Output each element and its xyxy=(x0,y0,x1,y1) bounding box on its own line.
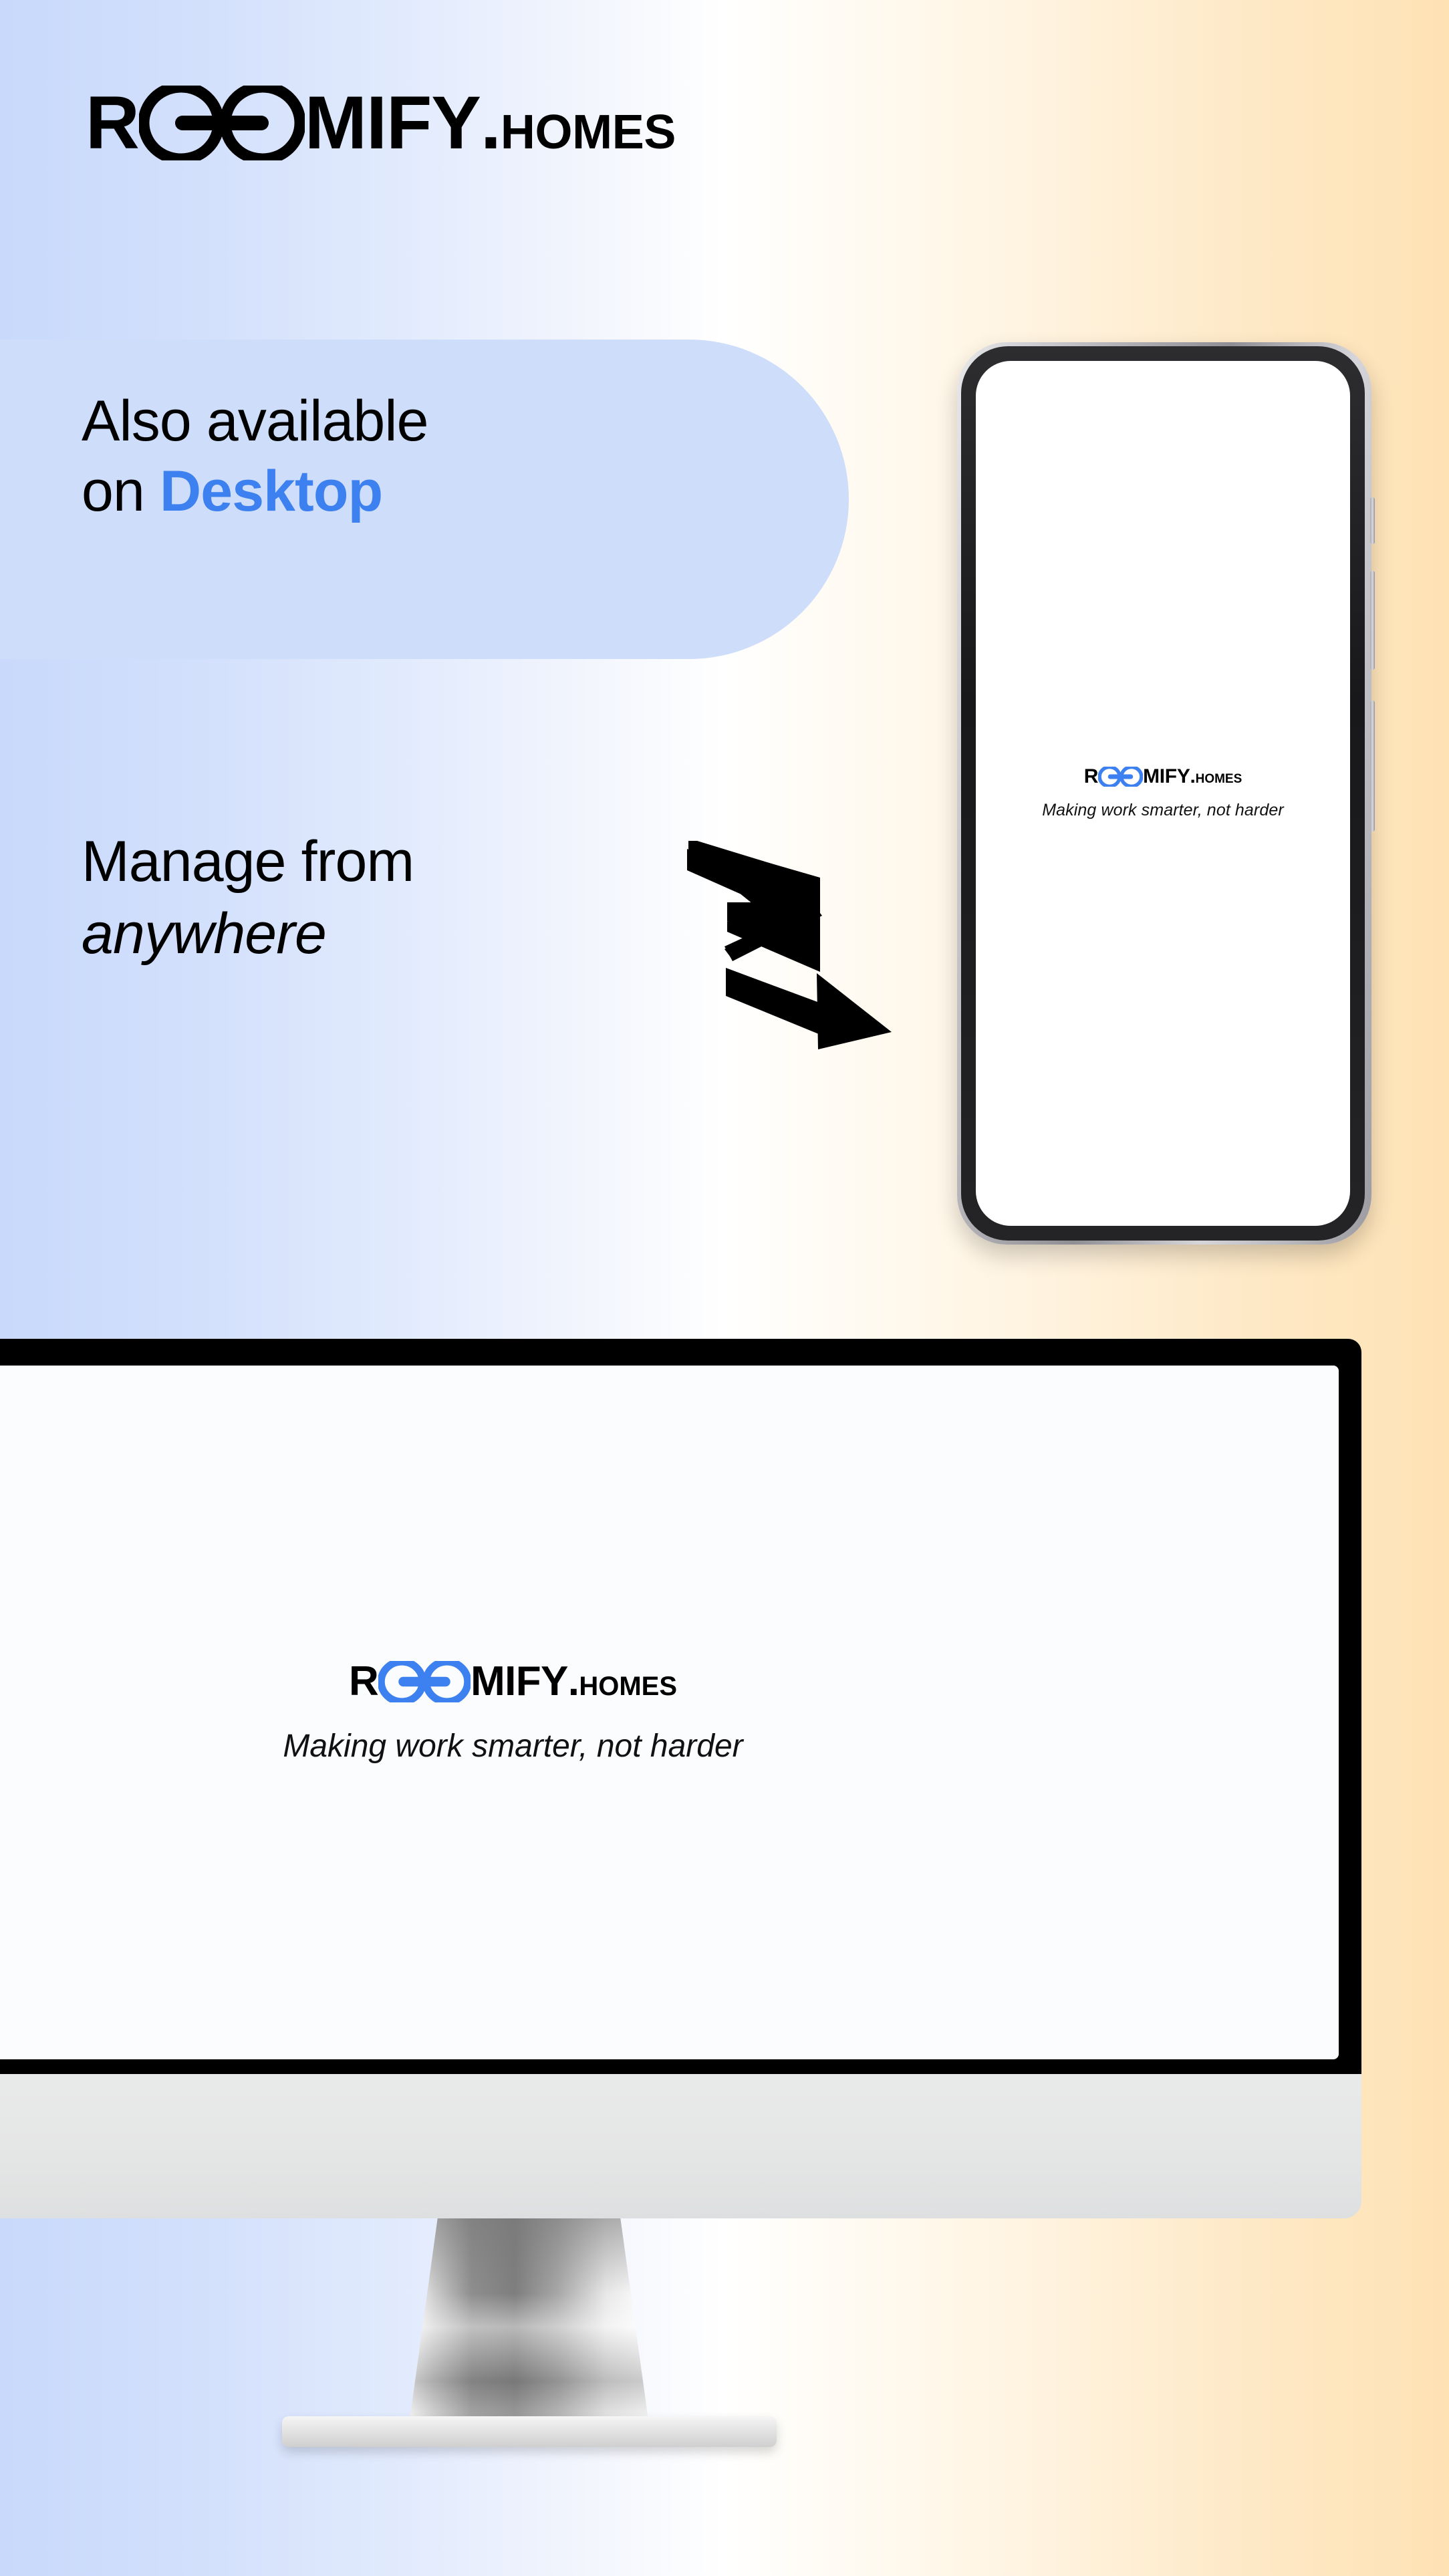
desktop-callout-line1: Also available xyxy=(82,389,428,453)
desktop-callout-line2: on Desktop xyxy=(82,457,428,527)
monitor-chin xyxy=(0,2074,1361,2218)
desktop-callout-line2-prefix: on xyxy=(82,459,160,523)
monitor-screen[interactable]: R MIFY . HOMES Making work smar xyxy=(0,1366,1339,2059)
phone-brand-suffix: HOMES xyxy=(1195,772,1242,786)
anywhere-callout-line2: anywhere xyxy=(82,902,327,967)
phone-bezel: R MIFY . HOMES Making work smarter, not … xyxy=(961,346,1365,1241)
monitor-brand-suffix: HOMES xyxy=(579,1671,678,1701)
phone-brand-oo-icon xyxy=(1098,767,1144,787)
monitor-brand-dot: . xyxy=(567,1658,579,1704)
monitor-screen-content: R MIFY . HOMES Making work smar xyxy=(283,1658,743,1765)
monitor-brand-oo-icon xyxy=(378,1660,471,1702)
monitor-stand-shading xyxy=(408,2218,650,2427)
zigzag-down-right-arrow-icon xyxy=(676,838,904,1061)
desktop-callout-accent: Desktop xyxy=(159,459,383,523)
phone-brand-logo: R MIFY . HOMES xyxy=(1084,767,1242,787)
monitor-brand-letter-r: R xyxy=(348,1658,379,1704)
phone-brand-dot: . xyxy=(1190,765,1196,787)
brand-logo-letter-r: R xyxy=(86,81,140,164)
monitor-stand-base xyxy=(281,2416,777,2447)
phone-brand-logo-main: R MIFY . xyxy=(1084,767,1196,787)
phone-brand-mify: MIFY xyxy=(1143,765,1190,787)
phone-silent-switch[interactable] xyxy=(1370,497,1375,544)
monitor-bezel: R MIFY . HOMES Making work smar xyxy=(0,1339,1361,2074)
monitor-brand-logo-main: R MIFY . xyxy=(348,1658,579,1704)
brand-logo-header: R MIFY . HOMES xyxy=(86,86,676,160)
desktop-callout-pill xyxy=(0,340,849,659)
brand-logo-main: R MIFY . xyxy=(86,86,501,160)
monitor-stand-neck xyxy=(408,2218,650,2427)
brand-logo-oo-icon xyxy=(138,86,305,160)
desktop-callout-text: Also available on Desktop xyxy=(82,386,428,527)
phone-screen[interactable]: R MIFY . HOMES Making work smarter, not … xyxy=(976,361,1350,1226)
phone-power-button[interactable] xyxy=(1370,700,1375,831)
brand-logo-suffix: HOMES xyxy=(500,106,676,159)
monitor-brand-mify: MIFY xyxy=(471,1658,568,1704)
phone-brand-letter-r: R xyxy=(1083,765,1099,787)
monitor-tagline: Making work smarter, not harder xyxy=(283,1728,743,1764)
anywhere-callout-line1: Manage from xyxy=(82,829,414,894)
brand-logo-dot: . xyxy=(480,81,501,164)
desktop-monitor-mockup: R MIFY . HOMES Making work smar xyxy=(0,1339,1361,2447)
monitor-brand-logo: R MIFY . HOMES xyxy=(348,1658,678,1704)
brand-logo-mify: MIFY xyxy=(304,81,481,164)
phone-tagline: Making work smarter, not harder xyxy=(1042,801,1284,819)
anywhere-callout-text: Manage from anywhere xyxy=(82,825,414,971)
phone-mockup: R MIFY . HOMES Making work smarter, not … xyxy=(957,342,1375,1245)
phone-volume-rocker[interactable] xyxy=(1370,571,1375,670)
